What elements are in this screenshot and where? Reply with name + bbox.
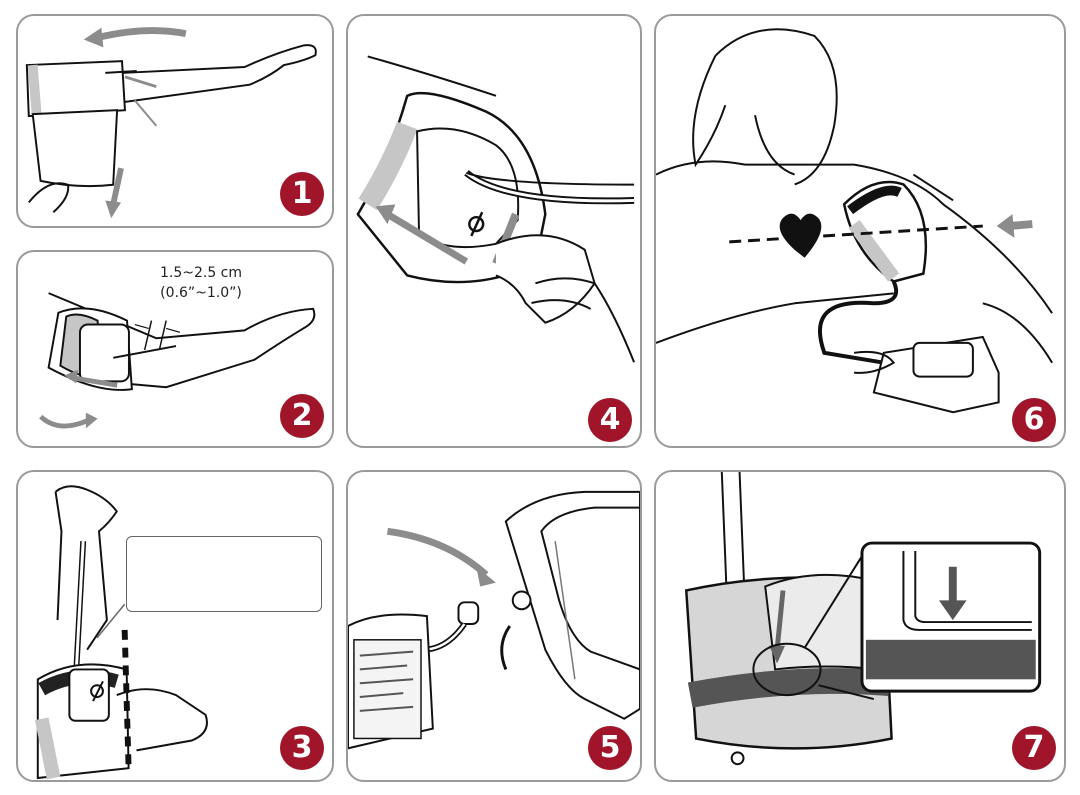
- step-3-panel: 3: [16, 470, 334, 782]
- step-3-badge: 3: [280, 726, 324, 770]
- step-6-badge: 6: [1012, 398, 1056, 442]
- step-5-badge: 5: [588, 726, 632, 770]
- step-1-badge: 1: [280, 172, 324, 216]
- step-3-callout-box: [126, 536, 322, 612]
- step-4-illustration: [356, 55, 635, 363]
- step-6-illustration: [656, 28, 1053, 414]
- step-6-panel: 6: [654, 14, 1066, 448]
- step-7-panel: 7: [654, 470, 1066, 782]
- measure-cm-label: 1.5~2.5 cm: [159, 265, 243, 281]
- step-7-badge: 7: [1012, 726, 1056, 770]
- step-5-panel: 5: [346, 470, 642, 782]
- step-4-panel: 4: [346, 14, 642, 448]
- step-4-badge: 4: [588, 398, 632, 442]
- step-2-badge: 2: [280, 394, 324, 438]
- step-2-panel: 1.5~2.5 cm (0.6”~1.0”) 2: [16, 250, 334, 448]
- step-3-illustration: [34, 485, 208, 780]
- step-7-illustration: [684, 472, 1042, 766]
- measure-inch-label: (0.6”~1.0”): [160, 285, 242, 301]
- step-2-illustration: [39, 292, 316, 429]
- step-5-illustration: [348, 490, 640, 750]
- step-1-illustration: [25, 27, 317, 219]
- step-1-panel: 1: [16, 14, 334, 228]
